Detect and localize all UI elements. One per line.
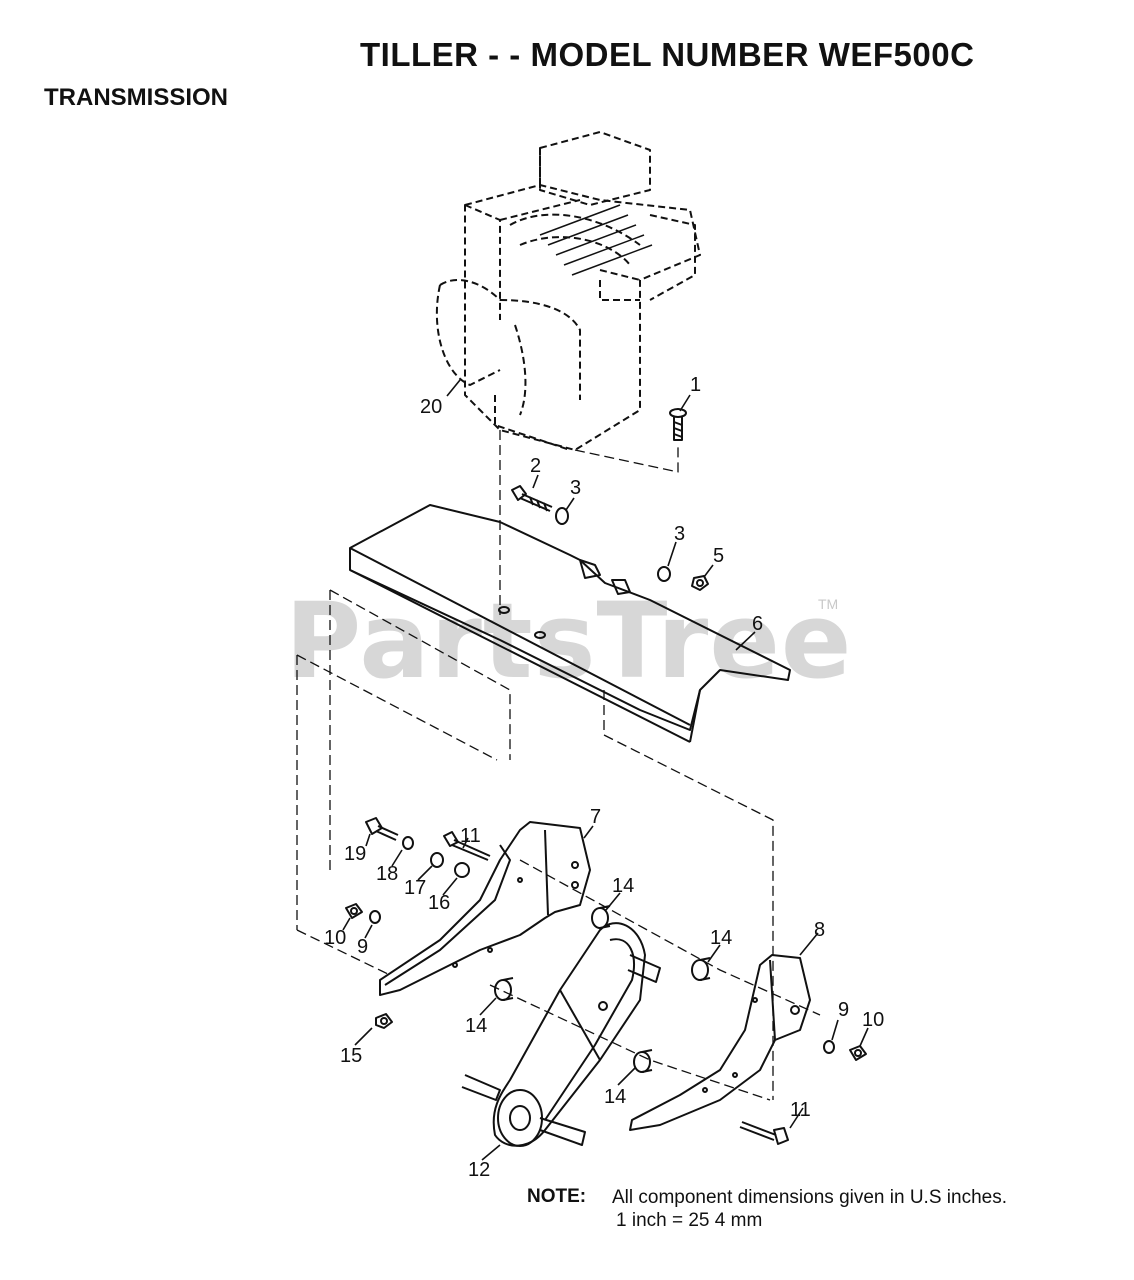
washer-part-17 [430,852,444,868]
callout-6: 6 [752,613,763,635]
callout-20: 20 [420,396,442,418]
callout-11a: 11 [460,825,481,847]
callout-3a: 3 [570,477,581,499]
note-conversion-text: 1 inch = 25 4 mm [616,1210,763,1231]
callout-2: 2 [530,455,541,477]
callout-8: 8 [814,919,825,941]
bolt-part-1 [669,408,687,441]
callout-14a: 14 [612,875,634,897]
engine-drawing [435,131,701,451]
trademark-mark: TM [818,596,839,612]
spacer-part-14d [633,1049,653,1073]
transmission-part-12 [461,922,661,1147]
bracket-part-8 [629,954,811,1131]
callout-5: 5 [713,545,724,567]
nut-part-10b [849,1045,867,1061]
callout-19: 19 [344,843,366,865]
washer-part-3b [657,566,671,582]
bolt-part-2 [511,485,553,512]
callout-14b: 14 [710,927,732,949]
callout-14d: 14 [604,1086,626,1108]
callout-15: 15 [340,1045,362,1067]
leader-lines [342,379,869,1161]
callout-1: 1 [690,374,701,396]
washer-part-3a [555,507,569,525]
watermark: PartsTree [285,580,853,702]
callout-10a: 10 [324,927,346,949]
callout-16: 16 [428,892,450,914]
nut-part-5 [691,575,709,591]
callout-10b: 10 [862,1009,884,1031]
bracket-part-7 [379,821,591,996]
washer-part-9a [369,910,381,924]
callout-9b: 9 [838,999,849,1021]
bolt-part-11a [443,831,491,861]
alignment-lines [296,430,821,1101]
callout-7: 7 [590,806,601,828]
callout-12: 12 [468,1159,490,1181]
callout-18: 18 [376,863,398,885]
washer-part-9b [823,1040,835,1054]
nut-part-10a [345,903,363,919]
callout-11b: 11 [790,1099,811,1121]
section-heading: TRANSMISSION [44,84,229,111]
spacer-part-14b [691,957,711,981]
callout-17: 17 [404,877,426,899]
page-title: TILLER - - MODEL NUMBER WEF500C [360,36,975,73]
shield-part-6 [349,504,791,743]
washer-part-16 [454,862,470,878]
note-dimensions-text: All component dimensions given in U.S in… [612,1187,1007,1208]
nut-part-15 [375,1013,393,1029]
note-label: NOTE: [527,1186,587,1207]
callout-3b: 3 [674,523,685,545]
spacer-part-14c [494,977,514,1001]
bolt-part-19 [365,817,399,841]
bolt-part-11b [739,1121,789,1145]
washer-part-18 [402,836,414,850]
callout-labels: 1 2 3 3 5 6 20 7 8 11 19 18 17 16 14 14 … [324,374,884,1181]
callout-14c: 14 [465,1015,487,1037]
engine-cooling-fins [539,204,653,276]
callout-9a: 9 [357,936,368,958]
